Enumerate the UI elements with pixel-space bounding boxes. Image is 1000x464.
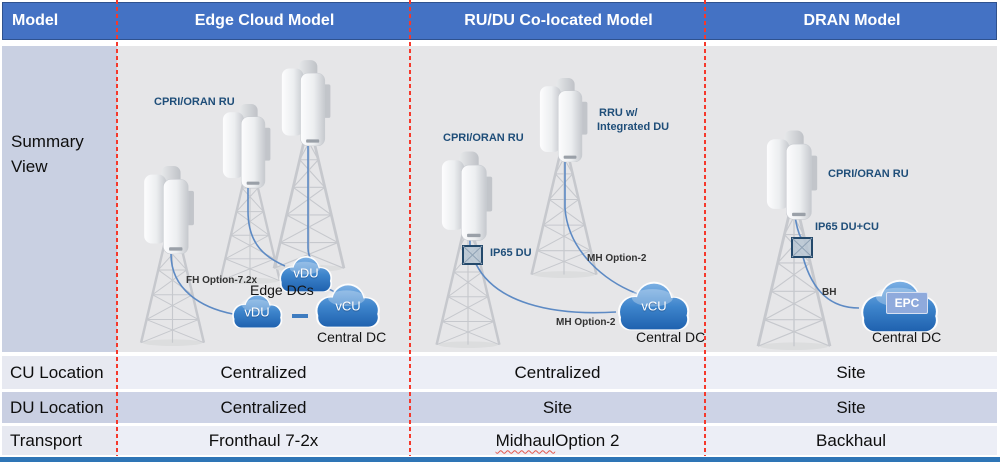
bottom-border-bar: [0, 457, 1000, 462]
column-separator: [116, 0, 118, 456]
header-rudu-model: RU/DU Co-located Model: [411, 3, 706, 39]
transport-rudu-rest: Option 2: [555, 430, 620, 450]
rru-integrated-du-label-line2: Integrated DU: [597, 121, 670, 133]
edge-cloud-diagram: CPRI/ORAN RU FH Option-7.2x Edge DCs vDU…: [117, 46, 410, 352]
bh-label: BH: [822, 287, 837, 298]
cu-location-row-label: CU Location: [2, 356, 117, 389]
header-rudu-label: RU/DU Co-located Model: [464, 12, 653, 29]
mh-option-label: MH Option-2: [587, 253, 647, 264]
antenna-icon: [281, 60, 331, 146]
cu-location-dran-value: Site: [705, 356, 997, 389]
vcu-cloud-label: vCU: [641, 298, 667, 314]
du-location-dran-value: Site: [705, 392, 997, 423]
connection-line: [564, 94, 639, 295]
vcu-cloud-label: vCU: [335, 298, 361, 314]
connection-line: [170, 188, 234, 315]
du-location-rudu-value: Site: [410, 392, 705, 423]
rudu-diagram-canvas: [435, 78, 690, 348]
transport-dran-value: Backhaul: [705, 426, 997, 455]
column-separator: [704, 0, 706, 456]
transport-edge-value: Fronthaul 7-2x: [117, 426, 410, 455]
header-dran-label: DRAN Model: [803, 12, 901, 29]
ip65-du-box-icon: [462, 245, 483, 265]
central-dc-label: Central DC: [317, 329, 387, 345]
central-dc-label: Central DC: [636, 329, 706, 345]
transport-row: Transport Fronthaul 7-2x Midhaul Option …: [2, 426, 997, 455]
column-separator: [409, 0, 411, 456]
vdu-cloud-label: vDU: [293, 265, 319, 281]
antenna-icon: [539, 78, 588, 162]
header-edge-cloud-label: Edge Cloud Model: [194, 12, 335, 29]
epc-box: EPC: [886, 292, 928, 314]
summary-view-row: Summary View CPR: [2, 46, 997, 352]
central-dc-label: Central DC: [872, 329, 942, 345]
vdu-cloud-label: vDU: [244, 304, 270, 320]
cell-tower-icon: [435, 224, 501, 348]
edge-cloud-diagram-canvas: [139, 60, 380, 346]
mh-option-label: MH Option-2: [556, 317, 616, 328]
connection-line: [802, 256, 860, 309]
ip65-du-label: IP65 DU: [490, 247, 532, 259]
transport-rudu-value: Midhaul Option 2: [410, 426, 705, 455]
epc-label: EPC: [894, 296, 920, 310]
cu-location-edge-value: Centralized: [117, 356, 410, 389]
dran-diagram: CPRI/ORAN RU IP65 DU+CU BH EPC Central D…: [705, 46, 997, 352]
rudu-colocated-diagram: CPRI/ORAN RU RRU w/ Integrated DU IP65 D…: [410, 46, 705, 352]
ip65-du-cu-label: IP65 DU+CU: [815, 221, 879, 233]
antenna-icon: [441, 151, 493, 241]
cu-location-row: CU Location Centralized Centralized Site: [2, 356, 997, 389]
ip65-du-cu-box-icon: [791, 237, 813, 258]
rru-integrated-du-label-line1: RRU w/: [599, 107, 638, 119]
cpri-oran-ru-label: CPRI/ORAN RU: [154, 96, 235, 108]
antenna-icon: [222, 104, 271, 188]
header-model-label: Model: [12, 12, 59, 29]
fh-option-label: FH Option-7.2x: [186, 275, 258, 286]
du-location-row-label: DU Location: [2, 392, 117, 423]
table-header-row: Model Edge Cloud Model RU/DU Co-located …: [2, 2, 997, 40]
connection-line: [475, 263, 617, 314]
cpri-oran-ru-label: CPRI/ORAN RU: [443, 132, 524, 144]
du-location-edge-value: Centralized: [117, 392, 410, 423]
header-model: Model: [3, 3, 118, 39]
antenna-icon: [143, 166, 195, 254]
header-edge-cloud-model: Edge Cloud Model: [118, 3, 411, 39]
dran-diagram-canvas: [756, 130, 938, 350]
antenna-icon: [766, 130, 818, 220]
edge-dcs-label: Edge DCs: [250, 282, 314, 298]
du-location-row: DU Location Centralized Site Site: [2, 392, 997, 423]
cpri-oran-ru-label: CPRI/ORAN RU: [828, 168, 909, 180]
header-dran-model: DRAN Model: [706, 3, 998, 39]
transport-row-label: Transport: [2, 426, 117, 455]
transport-rudu-word: Midhaul: [495, 430, 556, 450]
summary-view-row-label: Summary View: [2, 46, 117, 352]
connection-line: [247, 120, 286, 267]
cu-location-rudu-value: Centralized: [410, 356, 705, 389]
